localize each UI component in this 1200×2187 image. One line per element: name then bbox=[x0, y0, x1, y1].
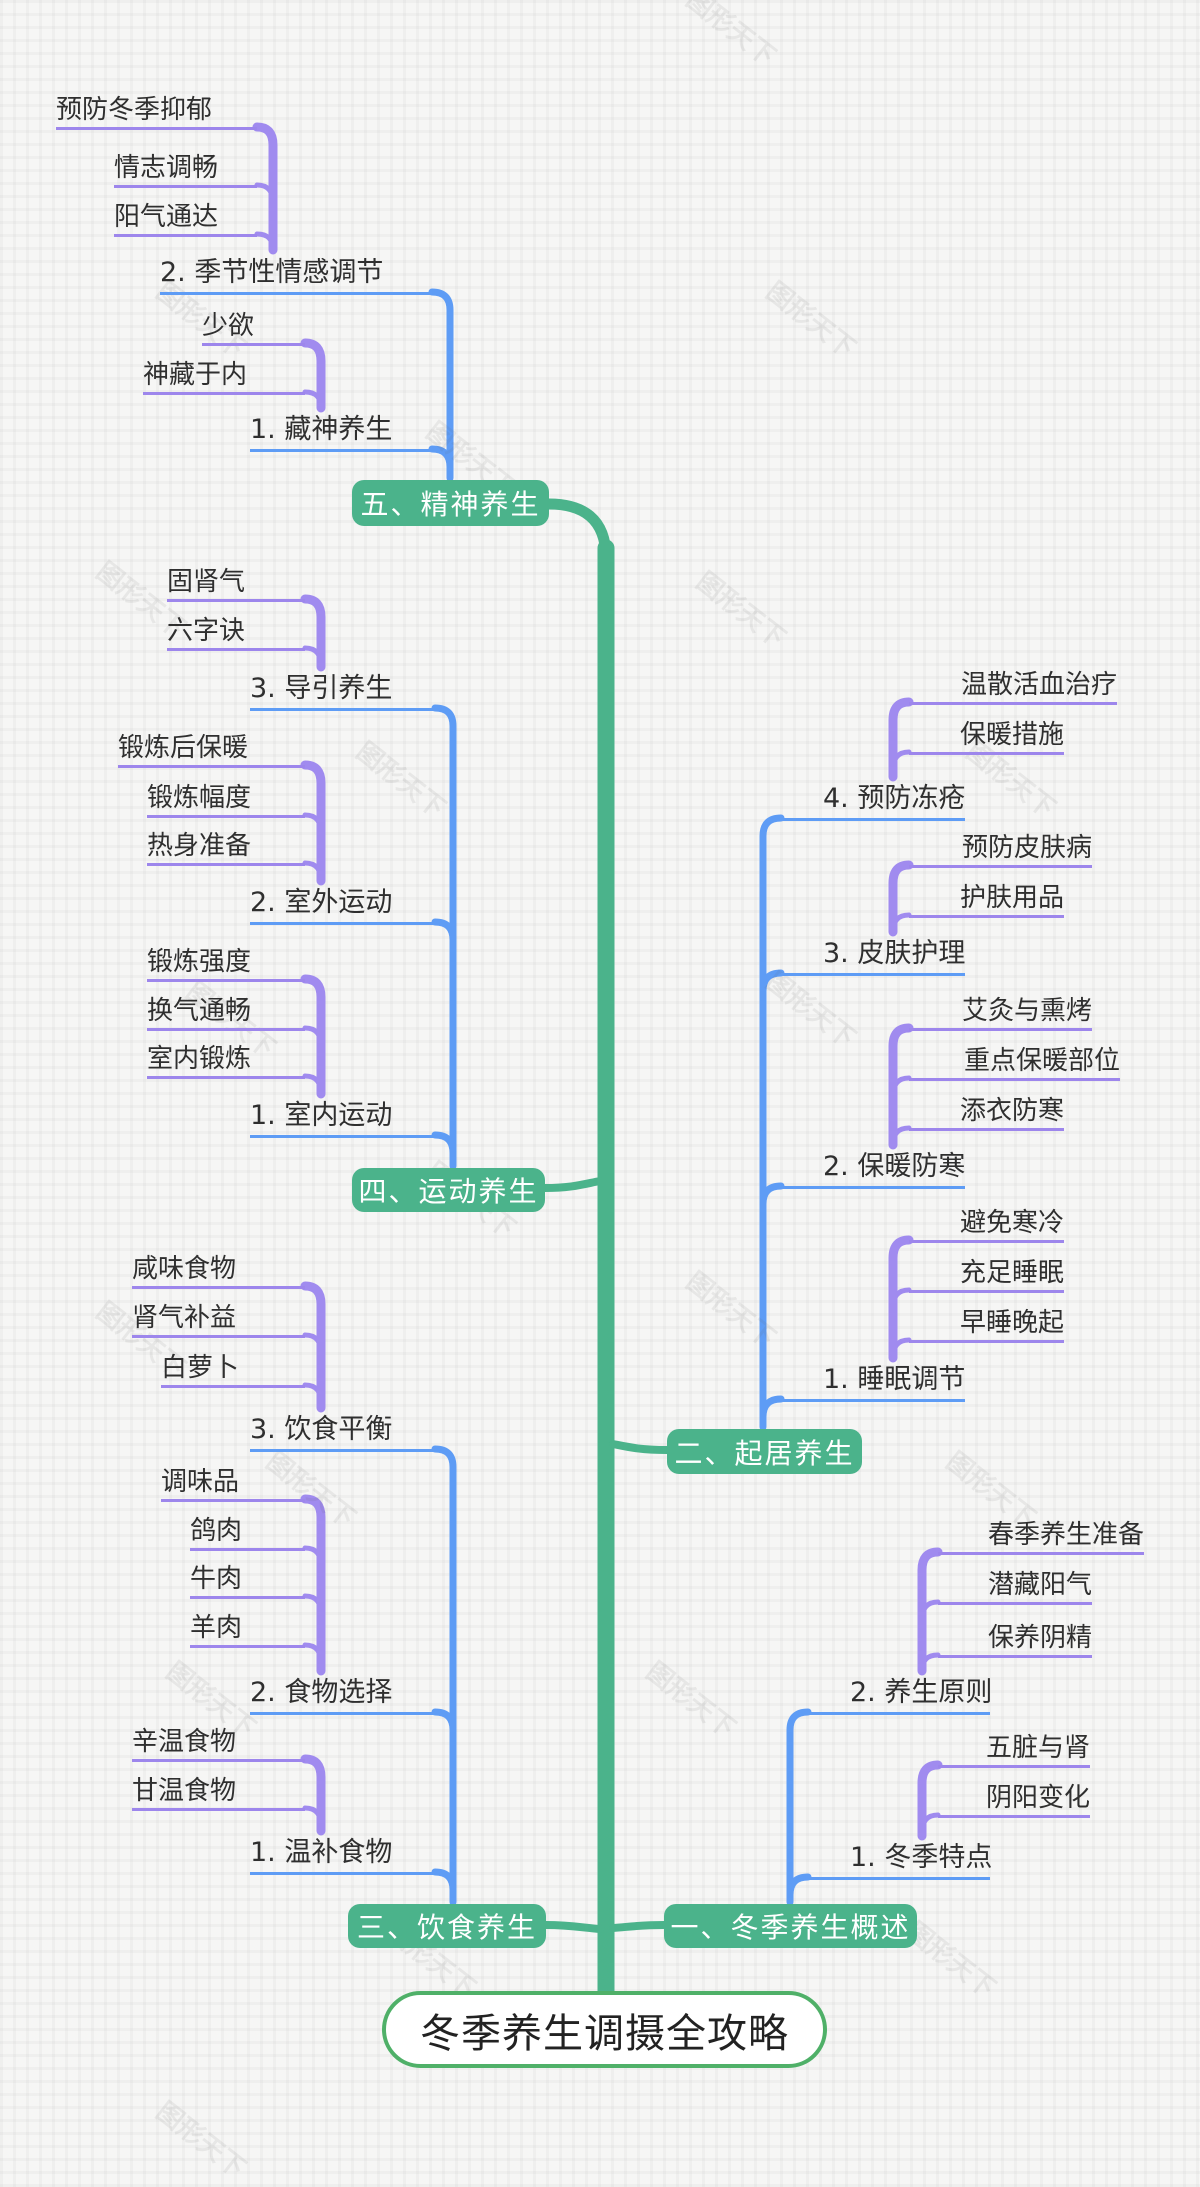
topic-node[interactable]: 1. 室内运动 bbox=[250, 1097, 435, 1138]
leaf-node[interactable]: 锻炼幅度 bbox=[147, 781, 305, 818]
leaf-node[interactable]: 保养阴精 bbox=[938, 1621, 1092, 1658]
leaf-node[interactable]: 保暖措施 bbox=[909, 718, 1064, 755]
root-node[interactable]: 冬季养生调摄全攻略 bbox=[382, 1991, 827, 2068]
leaf-node[interactable]: 充足睡眠 bbox=[909, 1256, 1064, 1293]
leaf-node[interactable]: 甘温食物 bbox=[132, 1774, 305, 1811]
topic-node[interactable]: 1. 冬季特点 bbox=[808, 1839, 992, 1880]
topic-node[interactable]: 2. 养生原则 bbox=[808, 1674, 992, 1715]
branch-node-2[interactable]: 二、起居养生 bbox=[667, 1429, 862, 1474]
leaf-node[interactable]: 鸽肉 bbox=[190, 1514, 305, 1551]
leaf-node[interactable]: 情志调畅 bbox=[114, 151, 257, 188]
leaf-node[interactable]: 换气通畅 bbox=[147, 994, 305, 1031]
leaf-node[interactable]: 咸味食物 bbox=[132, 1252, 305, 1289]
branch-node-4[interactable]: 四、运动养生 bbox=[352, 1168, 545, 1212]
topic-node[interactable]: 3. 皮肤护理 bbox=[781, 935, 965, 976]
leaf-node[interactable]: 护肤用品 bbox=[909, 881, 1064, 918]
leaf-node[interactable]: 预防皮肤病 bbox=[909, 831, 1092, 868]
leaf-node[interactable]: 重点保暖部位 bbox=[909, 1044, 1120, 1081]
leaf-node[interactable]: 肾气补益 bbox=[132, 1301, 305, 1338]
leaf-node[interactable]: 锻炼强度 bbox=[147, 945, 305, 982]
topic-node[interactable]: 2. 食物选择 bbox=[250, 1674, 435, 1715]
topic-node[interactable]: 2. 室外运动 bbox=[250, 884, 435, 925]
leaf-node[interactable]: 固肾气 bbox=[167, 565, 305, 602]
topic-node[interactable]: 4. 预防冻疮 bbox=[781, 780, 965, 821]
leaf-node[interactable]: 添衣防寒 bbox=[909, 1094, 1064, 1131]
leaf-node[interactable]: 潜藏阳气 bbox=[938, 1568, 1092, 1605]
topic-node[interactable]: 1. 温补食物 bbox=[250, 1834, 435, 1875]
leaf-node[interactable]: 阴阳变化 bbox=[938, 1781, 1090, 1818]
leaf-node[interactable]: 温散活血治疗 bbox=[909, 668, 1117, 705]
topic-node[interactable]: 2. 保暖防寒 bbox=[781, 1148, 965, 1189]
leaf-node[interactable]: 五脏与肾 bbox=[938, 1731, 1090, 1768]
leaf-node[interactable]: 早睡晚起 bbox=[909, 1306, 1064, 1343]
leaf-node[interactable]: 热身准备 bbox=[147, 829, 305, 866]
leaf-node[interactable]: 阳气通达 bbox=[114, 200, 257, 237]
leaf-node[interactable]: 室内锻炼 bbox=[147, 1042, 305, 1079]
leaf-node[interactable]: 艾灸与熏烤 bbox=[909, 994, 1092, 1031]
topic-node[interactable]: 1. 藏神养生 bbox=[250, 411, 432, 452]
leaf-node[interactable]: 辛温食物 bbox=[132, 1725, 305, 1762]
leaf-node[interactable]: 锻炼后保暖 bbox=[118, 731, 305, 768]
leaf-node[interactable]: 少欲 bbox=[202, 309, 305, 346]
leaf-node[interactable]: 神藏于内 bbox=[143, 358, 305, 395]
leaf-node[interactable]: 白萝卜 bbox=[161, 1351, 305, 1388]
leaf-node[interactable]: 六字诀 bbox=[167, 614, 305, 651]
leaf-node[interactable]: 羊肉 bbox=[190, 1611, 305, 1648]
leaf-node[interactable]: 调味品 bbox=[161, 1465, 305, 1502]
branch-node-1[interactable]: 一、冬季养生概述 bbox=[664, 1904, 917, 1948]
topic-node[interactable]: 2. 季节性情感调节 bbox=[160, 254, 432, 295]
topic-node[interactable]: 3. 饮食平衡 bbox=[250, 1411, 435, 1452]
topic-node[interactable]: 1. 睡眠调节 bbox=[781, 1361, 965, 1402]
branch-node-5[interactable]: 五、精神养生 bbox=[352, 480, 549, 526]
leaf-node[interactable]: 牛肉 bbox=[190, 1562, 305, 1599]
leaf-node[interactable]: 春季养生准备 bbox=[938, 1518, 1144, 1555]
branch-node-3[interactable]: 三、饮食养生 bbox=[348, 1904, 546, 1948]
topic-node[interactable]: 3. 导引养生 bbox=[250, 670, 435, 711]
leaf-node[interactable]: 避免寒冷 bbox=[909, 1206, 1064, 1243]
leaf-node[interactable]: 预防冬季抑郁 bbox=[56, 93, 257, 130]
